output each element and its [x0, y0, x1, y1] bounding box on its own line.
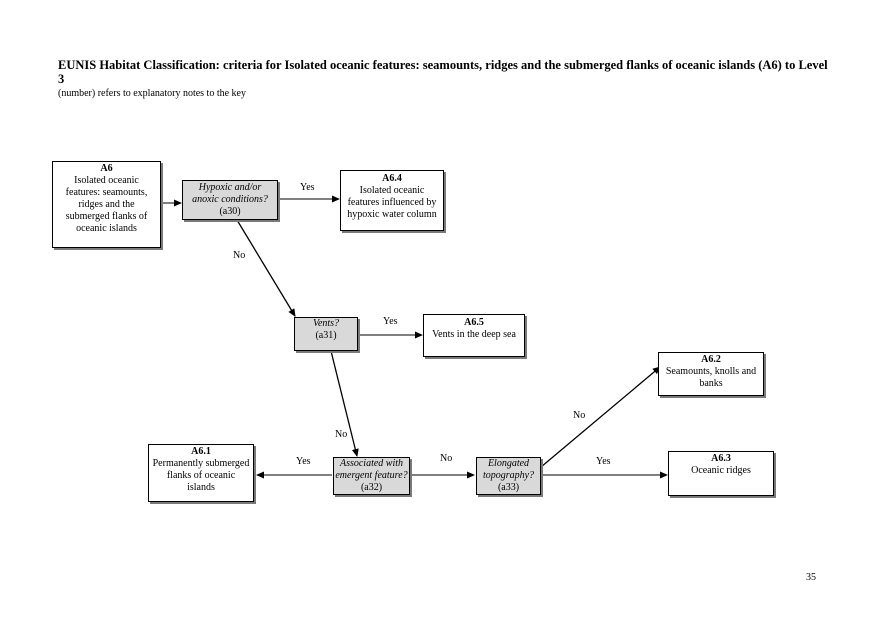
question-text: Hypoxic and/or anoxic conditions? — [192, 182, 268, 205]
node-description: Isolated oceanic features: seamounts, ri… — [65, 175, 148, 234]
arrow-a30-no — [236, 219, 296, 317]
edge-label-a30-no: No — [233, 250, 246, 261]
page-title: EUNIS Habitat Classification: criteria f… — [58, 58, 828, 86]
question-text: Associated with emergent feature? — [335, 458, 408, 481]
question-a31: Vents? (a31) — [294, 317, 358, 351]
arrow-a33-no — [540, 366, 661, 468]
edge-label-a31-no: No — [335, 429, 348, 440]
question-note: (a31) — [315, 330, 337, 341]
node-a6-4: A6.4 Isolated oceanic features influence… — [340, 170, 444, 231]
question-note: (a30) — [219, 206, 241, 217]
node-description: Vents in the deep sea — [432, 329, 516, 340]
node-code: A6 — [100, 163, 113, 174]
node-description: Isolated oceanic features influenced by … — [347, 185, 437, 220]
question-a33: Elongated topography? (a33) — [476, 457, 541, 495]
edge-label-a32-yes: Yes — [296, 456, 311, 467]
edge-label-a31-yes: Yes — [383, 316, 398, 327]
node-description: Seamounts, knolls and banks — [665, 366, 757, 389]
node-a6-3: A6.3 Oceanic ridges — [668, 451, 774, 496]
edge-label-a33-no: No — [573, 410, 586, 421]
node-description: Oceanic ridges — [691, 465, 751, 476]
page-number: 35 — [806, 572, 816, 583]
node-code: A6.4 — [382, 173, 402, 184]
question-note: (a33) — [497, 482, 520, 493]
node-code: A6.1 — [191, 446, 211, 457]
question-text: Elongated topography? — [482, 458, 535, 481]
node-a6-2: A6.2 Seamounts, knolls and banks — [658, 352, 764, 396]
node-a6: A6 Isolated oceanic features: seamounts,… — [52, 161, 161, 248]
question-note: (a32) — [360, 482, 383, 493]
node-a6-1: A6.1 Permanently submerged flanks of oce… — [148, 444, 254, 502]
arrow-a31-no — [330, 350, 359, 457]
question-a30: Hypoxic and/or anoxic conditions? (a30) — [182, 180, 278, 220]
edge-label-a30-yes: Yes — [300, 182, 315, 193]
edge-label-a32-no: No — [440, 453, 453, 464]
page-subtitle: (number) refers to explanatory notes to … — [58, 88, 246, 99]
node-code: A6.2 — [701, 354, 721, 365]
edge-label-a33-yes: Yes — [596, 456, 611, 467]
question-a32: Associated with emergent feature? (a32) — [333, 457, 410, 495]
node-code: A6.3 — [711, 453, 731, 464]
node-code: A6.5 — [464, 317, 484, 328]
node-a6-5: A6.5 Vents in the deep sea — [423, 314, 525, 357]
question-text: Vents? — [312, 318, 340, 329]
node-description: Permanently submerged flanks of oceanic … — [152, 458, 250, 493]
